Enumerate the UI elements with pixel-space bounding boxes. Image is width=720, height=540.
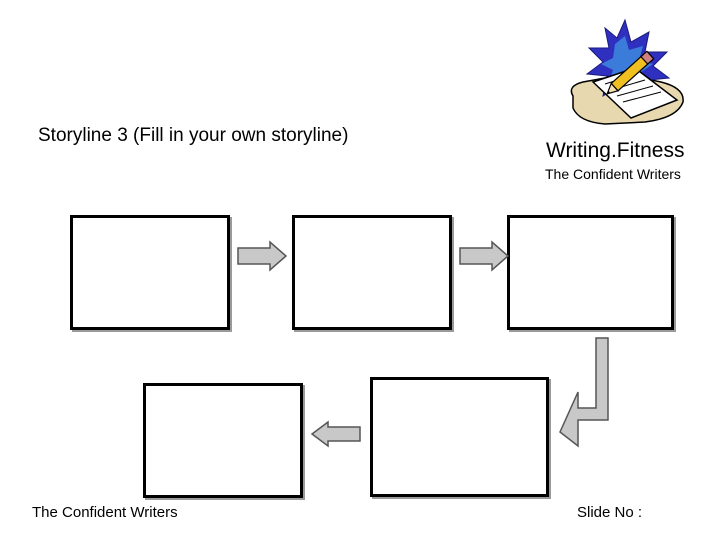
storyline-frame-4[interactable] [370,377,549,497]
right-arrow-icon [459,240,510,272]
bent-down-left-arrow-icon [559,337,609,448]
storyline-frame-3[interactable] [507,215,674,330]
storyline-frame-1[interactable] [70,215,230,330]
storyline-frame-2[interactable] [292,215,452,330]
brand-title: Writing.Fitness [546,139,685,162]
right-arrow-icon [237,240,288,272]
storyline-frame-5[interactable] [143,383,303,498]
left-arrow-icon [310,420,361,448]
footer-brand: The Confident Writers [32,504,178,521]
brand-subtitle: The Confident Writers [545,166,681,182]
slide-number-label: Slide No : [577,504,643,521]
slide-title: Storyline 3 (Fill in your own storyline) [38,125,349,146]
writing-logo-icon [570,18,684,125]
